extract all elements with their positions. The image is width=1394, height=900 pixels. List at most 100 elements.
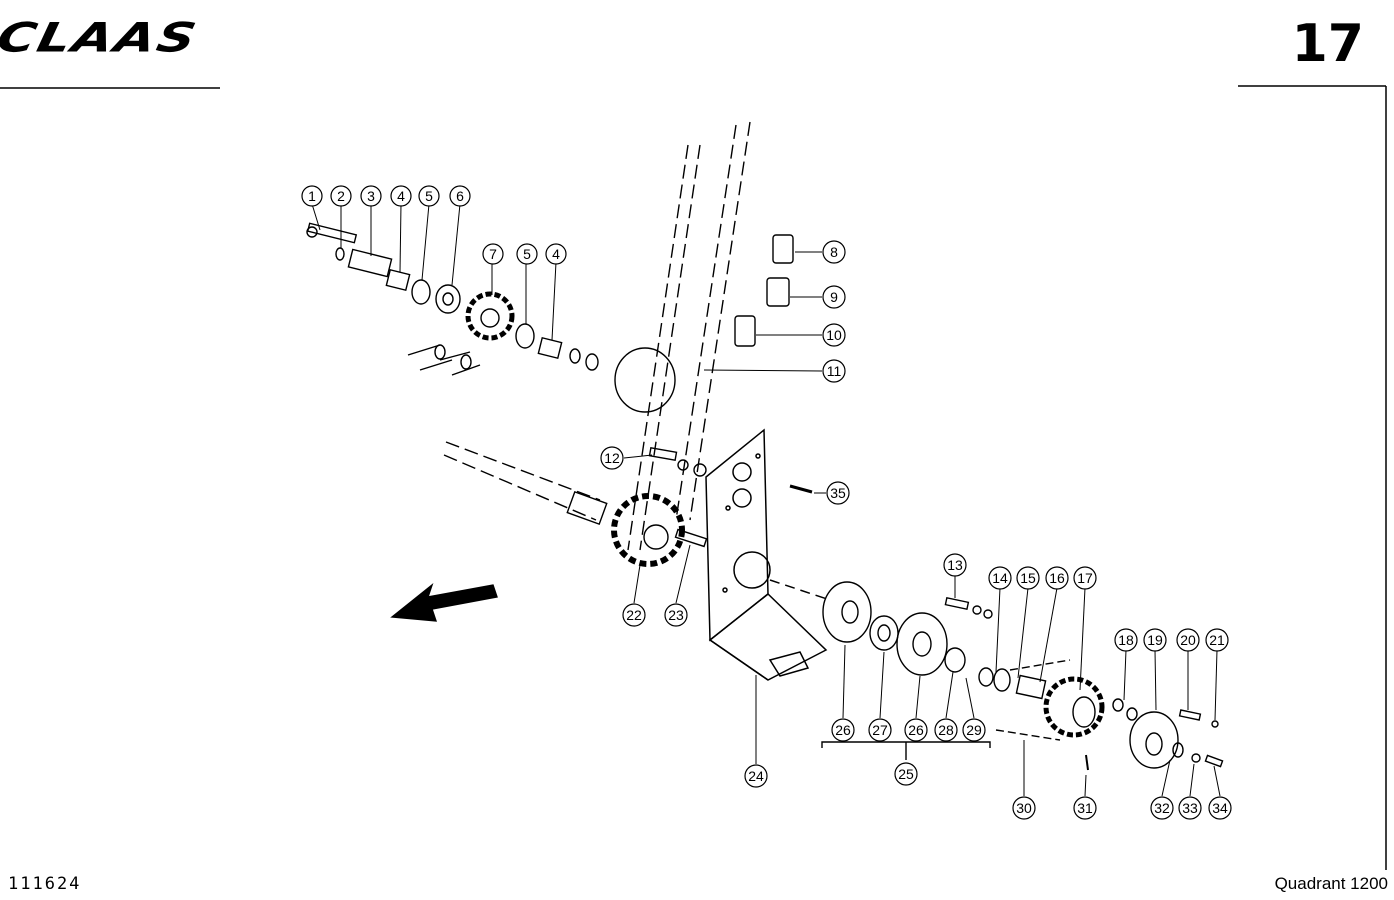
svg-text:35: 35 bbox=[830, 485, 846, 501]
svg-text:24: 24 bbox=[748, 768, 764, 784]
callout-31: 31 bbox=[1073, 796, 1097, 820]
svg-text:16: 16 bbox=[1049, 570, 1065, 586]
circlip-part-14 bbox=[993, 668, 1011, 692]
svg-text:5: 5 bbox=[425, 188, 433, 204]
svg-text:20: 20 bbox=[1180, 632, 1196, 648]
bush-part-4 bbox=[385, 268, 411, 292]
callout-21: 21 bbox=[1205, 628, 1229, 652]
callout-18: 18 bbox=[1114, 628, 1138, 652]
drawing-number: 111624 bbox=[8, 874, 82, 894]
svg-text:34: 34 bbox=[1212, 800, 1228, 816]
bearing-part-27 bbox=[869, 615, 899, 651]
svg-text:33: 33 bbox=[1182, 800, 1198, 816]
model-name: Quadrant 1200 bbox=[1274, 874, 1388, 893]
svg-text:5: 5 bbox=[523, 246, 531, 262]
svg-text:21: 21 bbox=[1209, 632, 1225, 648]
svg-text:14: 14 bbox=[992, 570, 1008, 586]
callout-2: 2 bbox=[330, 185, 352, 207]
svg-text:28: 28 bbox=[938, 722, 954, 738]
svg-text:11: 11 bbox=[827, 363, 842, 379]
callout-8: 8 bbox=[822, 240, 846, 264]
svg-text:3: 3 bbox=[367, 188, 375, 204]
svg-text:4: 4 bbox=[397, 188, 405, 204]
svg-text:4: 4 bbox=[552, 246, 560, 262]
svg-text:23: 23 bbox=[668, 607, 684, 623]
callout-32: 32 bbox=[1150, 796, 1174, 820]
callout-14: 14 bbox=[988, 566, 1012, 590]
svg-text:19: 19 bbox=[1147, 632, 1163, 648]
drive-shaft-assembly bbox=[390, 441, 813, 622]
callout-27: 27 bbox=[868, 718, 892, 742]
bolt-part-12 bbox=[648, 446, 678, 462]
callout-15: 15 bbox=[1016, 566, 1040, 590]
cover-disc bbox=[614, 347, 676, 413]
callout-26: 26 bbox=[831, 718, 855, 742]
hub-part-19 bbox=[1129, 711, 1179, 769]
callout-34: 34 bbox=[1208, 796, 1232, 820]
idler-sprocket-part-7 bbox=[465, 291, 515, 341]
svg-text:1: 1 bbox=[308, 188, 316, 204]
drive-sprocket-part-22 bbox=[611, 493, 685, 567]
svg-text:7: 7 bbox=[489, 246, 497, 262]
callout-17: 17 bbox=[1073, 566, 1097, 590]
svg-text:25: 25 bbox=[898, 766, 914, 782]
callout-4b: 4 bbox=[545, 243, 567, 265]
svg-text:13: 13 bbox=[947, 557, 963, 573]
svg-text:6: 6 bbox=[456, 188, 464, 204]
svg-text:12: 12 bbox=[604, 450, 620, 466]
callout-28: 28 bbox=[934, 718, 958, 742]
callout-20: 20 bbox=[1176, 628, 1200, 652]
circlip-part-5 bbox=[411, 279, 431, 305]
bush-part-15 bbox=[1015, 674, 1047, 700]
chain-link-part-10 bbox=[734, 315, 756, 347]
svg-text:31: 31 bbox=[1077, 800, 1093, 816]
svg-text:22: 22 bbox=[626, 607, 642, 623]
bolt-part-1 bbox=[306, 222, 358, 244]
callout-29: 29 bbox=[962, 718, 986, 742]
cranked-link-part-9 bbox=[766, 277, 790, 307]
bearing-part-6 bbox=[435, 284, 461, 314]
collar-part-28 bbox=[944, 647, 966, 673]
callout-13: 13 bbox=[943, 553, 967, 577]
callout-5b: 5 bbox=[516, 243, 538, 265]
leader-lines bbox=[311, 203, 1221, 797]
key-part-23 bbox=[674, 528, 708, 548]
callout-6: 6 bbox=[449, 185, 471, 207]
callout-25: 25 bbox=[894, 762, 918, 786]
callout-35: 35 bbox=[826, 481, 850, 505]
callout-26b: 26 bbox=[904, 718, 928, 742]
callout-24: 24 bbox=[744, 764, 768, 788]
svg-text:17: 17 bbox=[1077, 570, 1093, 586]
frame-lines bbox=[0, 85, 1387, 870]
callout-balloons: 1 2 3 4 5 6 7 5 4 8 9 10 11 12 35 13 14 … bbox=[301, 185, 1232, 820]
frame-rails bbox=[627, 121, 751, 551]
connecting-link-part-8 bbox=[772, 234, 794, 264]
upper-idler-assembly bbox=[306, 222, 676, 413]
travel-direction-arrow bbox=[390, 582, 498, 622]
callout-9: 9 bbox=[822, 285, 846, 309]
svg-text:32: 32 bbox=[1154, 800, 1170, 816]
svg-text:15: 15 bbox=[1020, 570, 1036, 586]
flange-plate-part-26b bbox=[896, 612, 948, 676]
callout-30: 30 bbox=[1012, 796, 1036, 820]
callout-7: 7 bbox=[482, 243, 504, 265]
callout-10: 10 bbox=[822, 323, 846, 347]
bolt-head-part-1 bbox=[306, 226, 318, 238]
callout-19: 19 bbox=[1143, 628, 1167, 652]
washer-part-2 bbox=[335, 247, 345, 261]
circlip-part-5b bbox=[515, 323, 535, 349]
svg-text:8: 8 bbox=[830, 244, 838, 260]
mounting-bracket-part-24 bbox=[705, 428, 831, 681]
callout-3: 3 bbox=[360, 185, 382, 207]
svg-text:29: 29 bbox=[966, 722, 982, 738]
svg-text:9: 9 bbox=[830, 289, 838, 305]
callout-4: 4 bbox=[390, 185, 412, 207]
callout-23: 23 bbox=[664, 603, 688, 627]
spacer-tube-part-3 bbox=[347, 248, 393, 278]
svg-text:2: 2 bbox=[337, 188, 345, 204]
callout-1: 1 bbox=[301, 185, 323, 207]
svg-text:10: 10 bbox=[826, 327, 842, 343]
callout-12: 12 bbox=[600, 446, 624, 470]
